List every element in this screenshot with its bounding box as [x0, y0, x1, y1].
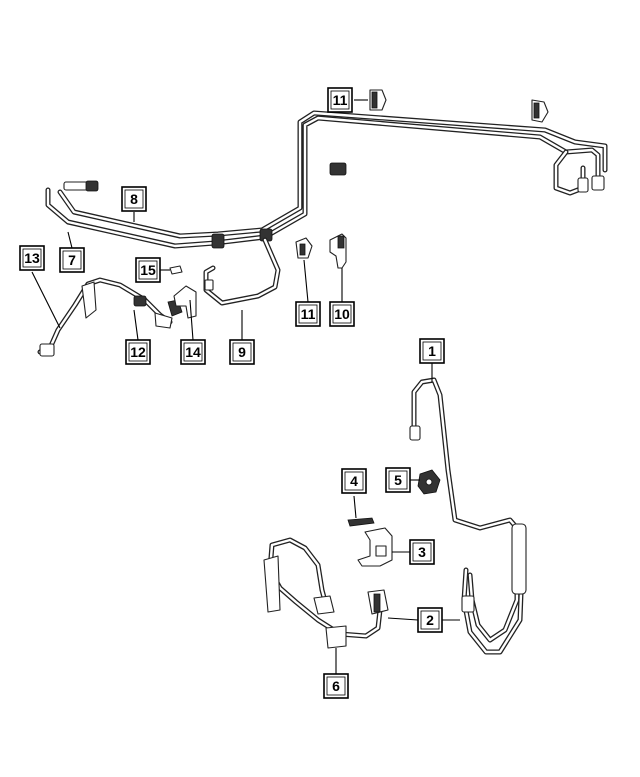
callout-4: 4 [341, 468, 367, 494]
svg-text:7: 7 [68, 252, 76, 268]
callout-10: 10 [329, 301, 355, 327]
svg-text:4: 4 [350, 473, 358, 489]
svg-text:6: 6 [332, 678, 340, 694]
callout-6: 6 [323, 673, 349, 699]
tube-clip-11-lower [295, 237, 313, 259]
callout-8: 8 [121, 186, 147, 212]
callout-9: 9 [229, 339, 255, 365]
bracket-3 [357, 527, 393, 567]
callout-11-top: 11 [327, 87, 353, 113]
callout-2: 2 [417, 607, 443, 633]
svg-text:11: 11 [333, 92, 348, 108]
svg-text:1: 1 [428, 343, 436, 359]
callout-5: 5 [385, 467, 411, 493]
callout-11-bottom: 11 [295, 301, 321, 327]
leader-lines [31, 99, 460, 674]
svg-text:15: 15 [140, 262, 156, 278]
svg-text:11: 11 [301, 306, 316, 322]
callout-13: 13 [19, 245, 45, 271]
callout-15: 15 [135, 257, 161, 283]
svg-text:10: 10 [334, 306, 350, 322]
svg-text:14: 14 [185, 344, 201, 360]
callout-1: 1 [419, 338, 445, 364]
svg-text:13: 13 [24, 250, 40, 266]
front-brake-tube-1 [409, 377, 527, 655]
svg-text:8: 8 [130, 191, 138, 207]
svg-text:9: 9 [238, 344, 246, 360]
front-flex-hose-2 [263, 537, 389, 649]
bolt-15 [160, 265, 183, 275]
svg-text:5: 5 [394, 472, 402, 488]
clip-4 [347, 517, 375, 527]
callout-7: 7 [59, 247, 85, 273]
callout-3: 3 [409, 539, 435, 565]
callout-12: 12 [125, 339, 151, 365]
fitting-5 [417, 469, 441, 495]
rear-brake-tube-assembly [45, 89, 608, 249]
flex-hose-assembly-left [37, 277, 183, 357]
callout-14: 14 [180, 339, 206, 365]
svg-text:12: 12 [130, 344, 146, 360]
svg-text:3: 3 [418, 544, 426, 560]
svg-text:2: 2 [426, 612, 434, 628]
short-brake-tube [203, 237, 281, 306]
tube-bracket-10 [329, 233, 347, 269]
